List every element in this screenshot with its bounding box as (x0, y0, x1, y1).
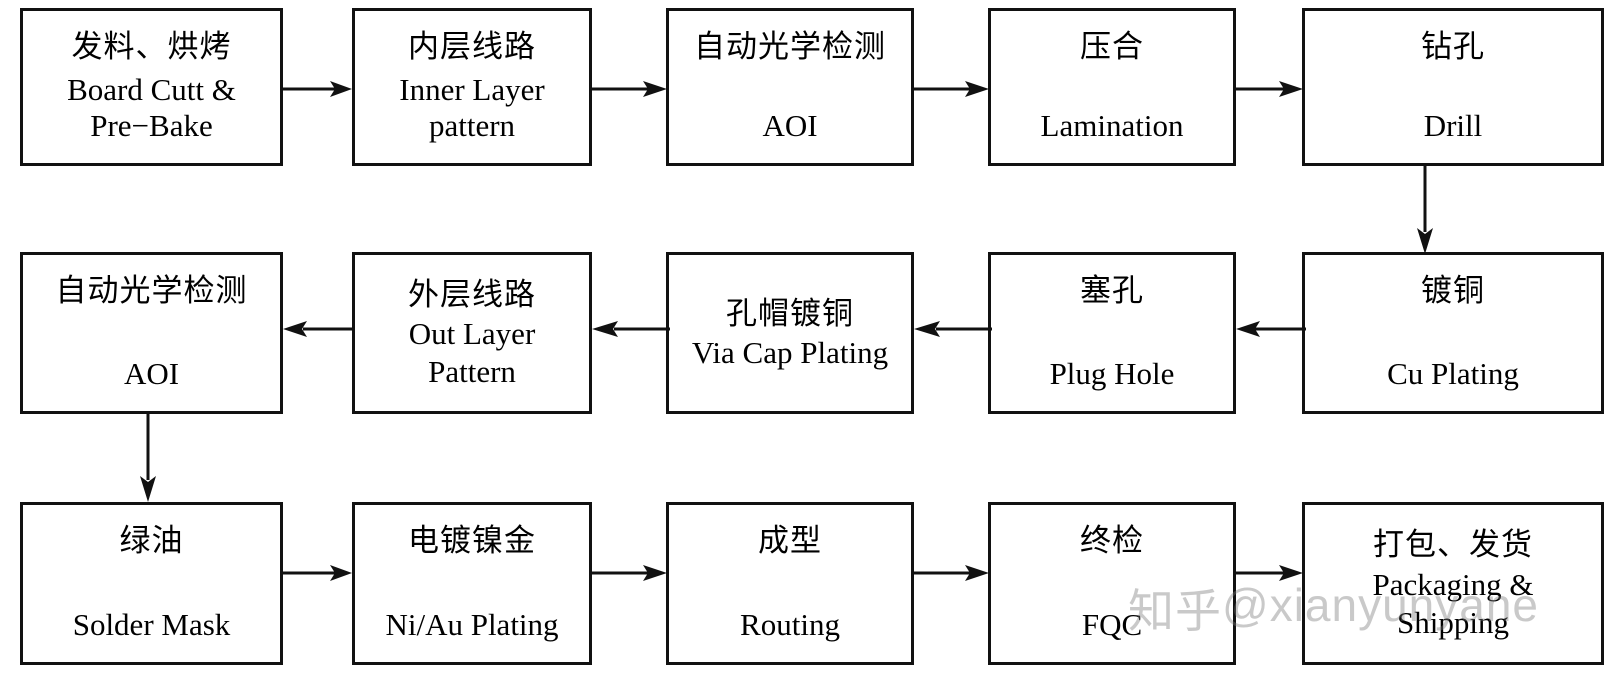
process-node-packaging-shipping[interactable]: 打包、发货 Packaging & Shipping (1302, 502, 1604, 665)
node-label-en-line: Solder Mask (72, 607, 231, 643)
node-label-en-line: Board Cutt & (67, 71, 236, 107)
node-label-en: Routing (740, 607, 840, 644)
node-label-cn: 打包、发货 (1373, 527, 1533, 563)
node-label-cn: 外层线路 (408, 276, 536, 312)
connector-arrow-right-c13 (914, 562, 992, 584)
connector-arrow-right-c2 (592, 78, 670, 100)
process-node-cu-plating[interactable]: 镀铜 Cu Plating (1302, 252, 1604, 414)
node-label-cn: 电镀镍金 (408, 523, 536, 558)
process-node-out-layer-pattern[interactable]: 外层线路 Out Layer Pattern (352, 252, 592, 414)
connector-arrow-right-c14 (1236, 562, 1306, 584)
process-node-final-inspection[interactable]: 终检 FQC (988, 502, 1236, 665)
node-label-cn: 压合 (1080, 29, 1144, 64)
node-label-en-line: Routing (740, 607, 840, 643)
node-label-en: Out Layer Pattern (409, 315, 536, 391)
process-node-drill[interactable]: 钻孔 Drill (1302, 8, 1604, 166)
connector-arrow-right-c1 (283, 78, 355, 100)
connector-arrow-right-c12 (592, 562, 670, 584)
node-label-cn: 塞孔 (1080, 273, 1144, 308)
node-label-cn: 内层线路 (408, 29, 536, 64)
node-label-cn: 自动光学检测 (694, 29, 886, 64)
node-label-cn: 自动光学检测 (55, 273, 248, 308)
node-label-en: Via Cap Plating (692, 334, 888, 372)
connector-arrow-left-c8 (592, 318, 670, 340)
node-label-cn: 发料、烘烤 (71, 29, 232, 64)
process-node-lamination[interactable]: 压合 Lamination (988, 8, 1236, 166)
node-label-en: Lamination (1041, 108, 1184, 145)
node-label-en: Plug Hole (1050, 356, 1175, 393)
node-label-en: Board Cutt & Pre−Bake (67, 72, 236, 145)
connector-arrow-right-c11 (283, 562, 355, 584)
node-label-cn: 终检 (1080, 523, 1144, 558)
connector-arrow-left-c7 (914, 318, 992, 340)
process-node-plug-hole[interactable]: 塞孔 Plug Hole (988, 252, 1236, 414)
node-label-en-line: Plug Hole (1049, 356, 1175, 392)
node-label-en-line: Lamination (1040, 108, 1184, 144)
node-label-en: Packaging & Shipping (1373, 566, 1534, 642)
node-label-en: Drill (1424, 108, 1483, 145)
connector-arrow-left-c9 (283, 318, 355, 340)
node-label-en: AOI (124, 356, 179, 393)
node-label-en-line: pattern (428, 108, 516, 144)
node-label-en-line: AOI (123, 356, 180, 392)
process-node-routing[interactable]: 成型 Routing (666, 502, 914, 665)
process-node-board-cutt-pre-bake[interactable]: 发料、烘烤 Board Cutt & Pre−Bake (20, 8, 283, 166)
node-label-en-line: Via Cap Plating (691, 335, 889, 371)
node-label-en-line: Packaging & (1372, 566, 1534, 602)
node-label-en-line: FQC (1081, 607, 1143, 643)
connector-arrow-left-c6 (1236, 318, 1306, 340)
node-label-en: Solder Mask (73, 607, 231, 644)
connector-arrow-right-c3 (914, 78, 992, 100)
process-node-via-cap-plating[interactable]: 孔帽镀铜 Via Cap Plating (666, 252, 914, 414)
connector-arrow-down-c5 (1414, 166, 1436, 256)
node-label-en: AOI (762, 108, 817, 145)
node-label-cn: 镀铜 (1421, 273, 1485, 308)
process-node-ni-au-plating[interactable]: 电镀镍金 Ni/Au Plating (352, 502, 592, 665)
node-label-en-line: Drill (1423, 108, 1483, 144)
node-label-en: Cu Plating (1387, 356, 1519, 393)
node-label-en: FQC (1082, 607, 1142, 644)
process-node-solder-mask[interactable]: 绿油 Solder Mask (20, 502, 283, 665)
process-node-aoi-inner[interactable]: 自动光学检测 AOI (666, 8, 914, 166)
node-label-en-line: Shipping (1397, 604, 1509, 640)
node-label-en-line: Out Layer (408, 316, 536, 352)
process-node-aoi-outer[interactable]: 自动光学检测 AOI (20, 252, 283, 414)
node-label-en: Ni/Au Plating (385, 607, 558, 644)
node-label-cn: 钻孔 (1421, 29, 1485, 64)
node-label-cn: 孔帽镀铜 (726, 295, 854, 331)
connector-arrow-right-c4 (1236, 78, 1306, 100)
node-label-en-line: Ni/Au Plating (385, 607, 559, 643)
connector-arrow-down-c10 (137, 414, 159, 504)
node-label-en-line: AOI (762, 108, 818, 144)
node-label-en: Inner Layer pattern (399, 72, 544, 145)
node-label-en-line: Pattern (428, 354, 516, 390)
node-label-en-line: Pre−Bake (90, 108, 213, 144)
node-label-en-line: Cu Plating (1387, 356, 1519, 392)
node-label-cn: 成型 (758, 523, 822, 558)
node-label-en-line: Inner Layer (399, 71, 545, 107)
process-node-inner-layer-pattern[interactable]: 内层线路 Inner Layer pattern (352, 8, 592, 166)
node-label-cn: 绿油 (119, 523, 184, 558)
